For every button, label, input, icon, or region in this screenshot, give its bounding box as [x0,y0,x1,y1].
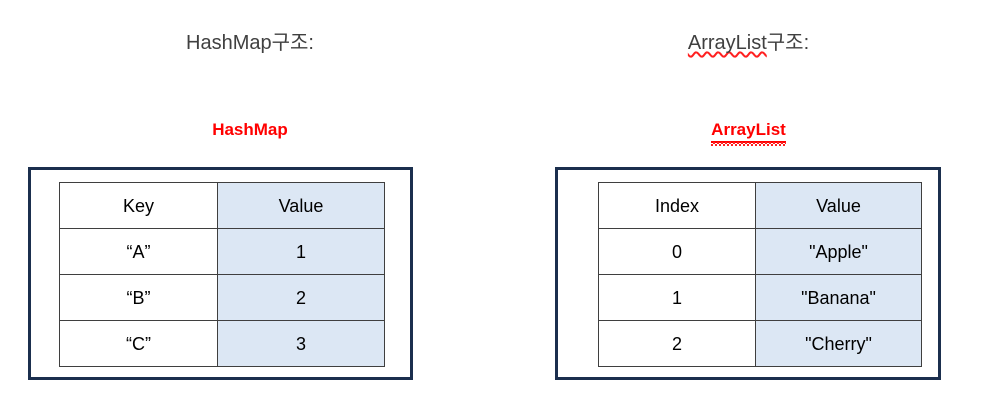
section-heading-term-arraylist: ArrayList [687,32,767,54]
table-row: 1 "Banana" [598,274,922,321]
table-row: “B” 2 [59,274,385,321]
table-title-arraylist: ArrayList [500,119,997,147]
column-header-key: Key [59,182,218,229]
section-heading-hashmap: HashMap 구조: [0,30,500,56]
table-header-row: Index Value [598,182,922,229]
cell-value: "Banana" [755,274,922,321]
cell-index: 0 [598,228,756,275]
column-header-index: Index [598,182,756,229]
section-heading-term-hashmap: HashMap [186,32,272,54]
cell-key: “A” [59,228,218,275]
cell-value: 2 [217,274,385,321]
table-row: “C” 3 [59,320,385,367]
table-row: 2 "Cherry" [598,320,922,367]
section-heading-suffix-hashmap: 구조: [271,32,314,54]
table-row: “A” 1 [59,228,385,275]
cell-value: 3 [217,320,385,367]
cell-value: "Cherry" [755,320,922,367]
table-row: 0 "Apple" [598,228,922,275]
section-heading-suffix-arraylist: 구조: [766,32,810,54]
section-heading-arraylist: ArrayList 구조: [500,30,997,56]
table-title-hashmap: HashMap [0,119,500,140]
panel-hashmap: HashMap 구조: HashMap Key Value “A” 1 “B” … [0,30,500,380]
cell-key: “B” [59,274,218,321]
table-header-row: Key Value [59,182,385,229]
table-title-text-arraylist: ArrayList [711,119,786,147]
column-header-value: Value [755,182,922,229]
table-hashmap: Key Value “A” 1 “B” 2 “C” 3 [59,182,385,367]
panel-arraylist: ArrayList 구조: ArrayList Index Value 0 "A… [500,0,997,414]
table-arraylist: Index Value 0 "Apple" 1 "Banana" 2 "Cher… [598,182,922,367]
cell-value: "Apple" [755,228,922,275]
cell-index: 1 [598,274,756,321]
cell-index: 2 [598,320,756,367]
column-header-value: Value [217,182,385,229]
cell-key: “C” [59,320,218,367]
cell-value: 1 [217,228,385,275]
table-title-text-hashmap: HashMap [212,120,288,139]
